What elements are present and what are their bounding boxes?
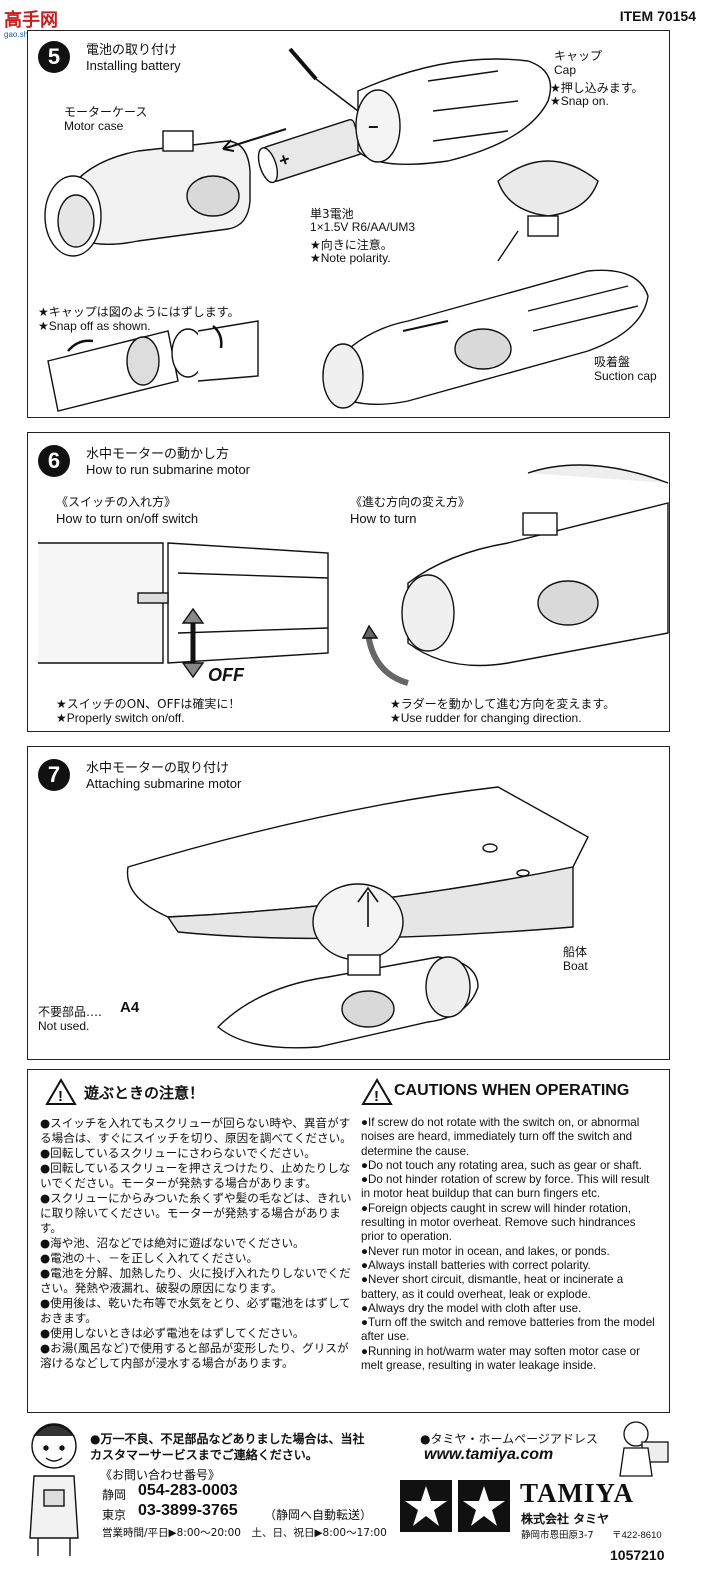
boat-illustration [28,747,671,1061]
step-7-panel: 7 水中モーターの取り付け Attaching submarine motor … [27,746,670,1060]
item-number: ITEM 70154 [620,8,696,24]
cautions-box: ! 遊ぶときの注意！ ! CAUTIONS WHEN OPERATING ●スイ… [27,1069,670,1413]
svg-text:!: ! [58,1088,63,1105]
step-5-panel: 5 電池の取り付け Installing battery モーターケース Mot… [27,30,670,418]
reader-illustration [612,1418,672,1478]
step-6-panel: 6 水中モーターの動かし方 How to run submarine motor… [27,432,670,732]
warning-icon: ! [46,1079,76,1105]
svg-text:!: ! [374,1088,379,1105]
list-item: ●Turn off the switch and remove batterie… [361,1316,661,1345]
list-item: ●電池の＋、－を正しく入れてください。 [40,1251,360,1266]
cautions-list-en: ●If screw do not rotate with the switch … [361,1116,661,1373]
tokyo-note: （静岡へ自動転送） [264,1506,372,1523]
contact-line-1: ●万一不良、不足部品などありました場合は、当社 [90,1430,364,1447]
list-item: ●回転しているスクリューを押さえつけたり、止めたりしないでください。モーターが発… [40,1161,360,1191]
list-item: ●Running in hot/warm water may soften mo… [361,1345,661,1374]
list-item: ●海や池、沼などでは絶対に遊ばないでください。 [40,1236,360,1251]
shizuoka-number: 054-283-0003 [138,1482,238,1500]
postal-code: 〒422-8610 [612,1527,662,1541]
shizuoka-label: 静岡 [102,1486,126,1503]
tamiya-stars-logo [400,1480,512,1532]
list-item: ●電池を分解、加熱したり、火に投げ入れたりしないでください。発熱や液漏れ、破裂の… [40,1266,360,1296]
turn-illustration [28,433,671,733]
company-name-jp: 株式会社 タミヤ [521,1510,609,1527]
tokyo-number: 03-3899-3765 [138,1502,238,1520]
warning-icon: ! [362,1079,392,1105]
motor-case-illustration: + − [28,31,671,419]
business-hours: 営業時間/平日▶8:00〜20:00 土、日、祝日▶8:00〜17:00 [102,1525,387,1540]
document-number: 1057210 [610,1547,665,1563]
list-item: ●お湯(風呂など)で使用すると部品が変形したり、グリスが溶けるなどして内部が浸水… [40,1341,360,1371]
svg-text:−: − [368,117,379,137]
list-item: ●Never run motor in ocean, and lakes, or… [361,1245,661,1259]
cautions-list-jp: ●スイッチを入れてもスクリューが回らない時や、異音がする場合は、すぐにスイッチを… [40,1116,360,1371]
homepage-url[interactable]: www.tamiya.com [424,1446,553,1464]
brand-name: TAMIYA [520,1478,634,1509]
tokyo-label: 東京 [102,1506,126,1523]
list-item: ●使用後は、乾いた布等で水気をとり、必ず電池をはずしておきます。 [40,1296,360,1326]
list-item: ●If screw do not rotate with the switch … [361,1116,661,1159]
list-item: ●Always install batteries with correct p… [361,1259,661,1273]
list-item: ●回転しているスクリューにさわらないでください。 [40,1146,360,1161]
list-item: ●スクリューにからみついた糸くずや髪の毛などは、きれいに取り除いてください。モー… [40,1191,360,1236]
logo-text: 高手网 [4,10,58,31]
list-item: ●Foreign objects caught in screw will hi… [361,1202,661,1245]
list-item: ●Always dry the model with cloth after u… [361,1302,661,1316]
homepage-label: ●タミヤ・ホームページアドレス [420,1430,598,1447]
inquiry-label: 《お問い合わせ番号》 [100,1466,220,1483]
mascot-illustration [22,1418,86,1558]
list-item: ●スイッチを入れてもスクリューが回らない時や、異音がする場合は、すぐにスイッチを… [40,1116,360,1146]
cautions-title-en: CAUTIONS WHEN OPERATING [394,1082,629,1100]
list-item: ●Never short circuit, dismantle, heat or… [361,1273,661,1302]
cautions-title-jp: 遊ぶときの注意！ [84,1082,204,1103]
list-item: ●使用しないときは必ず電池をはずしてください。 [40,1326,360,1341]
list-item: ●Do not touch any rotating area, such as… [361,1159,661,1173]
list-item: ●Do not hinder rotation of screw by forc… [361,1173,661,1202]
company-address: 静岡市恩田原3-7 [521,1527,594,1541]
contact-line-2: カスタマーサービスまでご連絡ください。 [90,1446,318,1463]
